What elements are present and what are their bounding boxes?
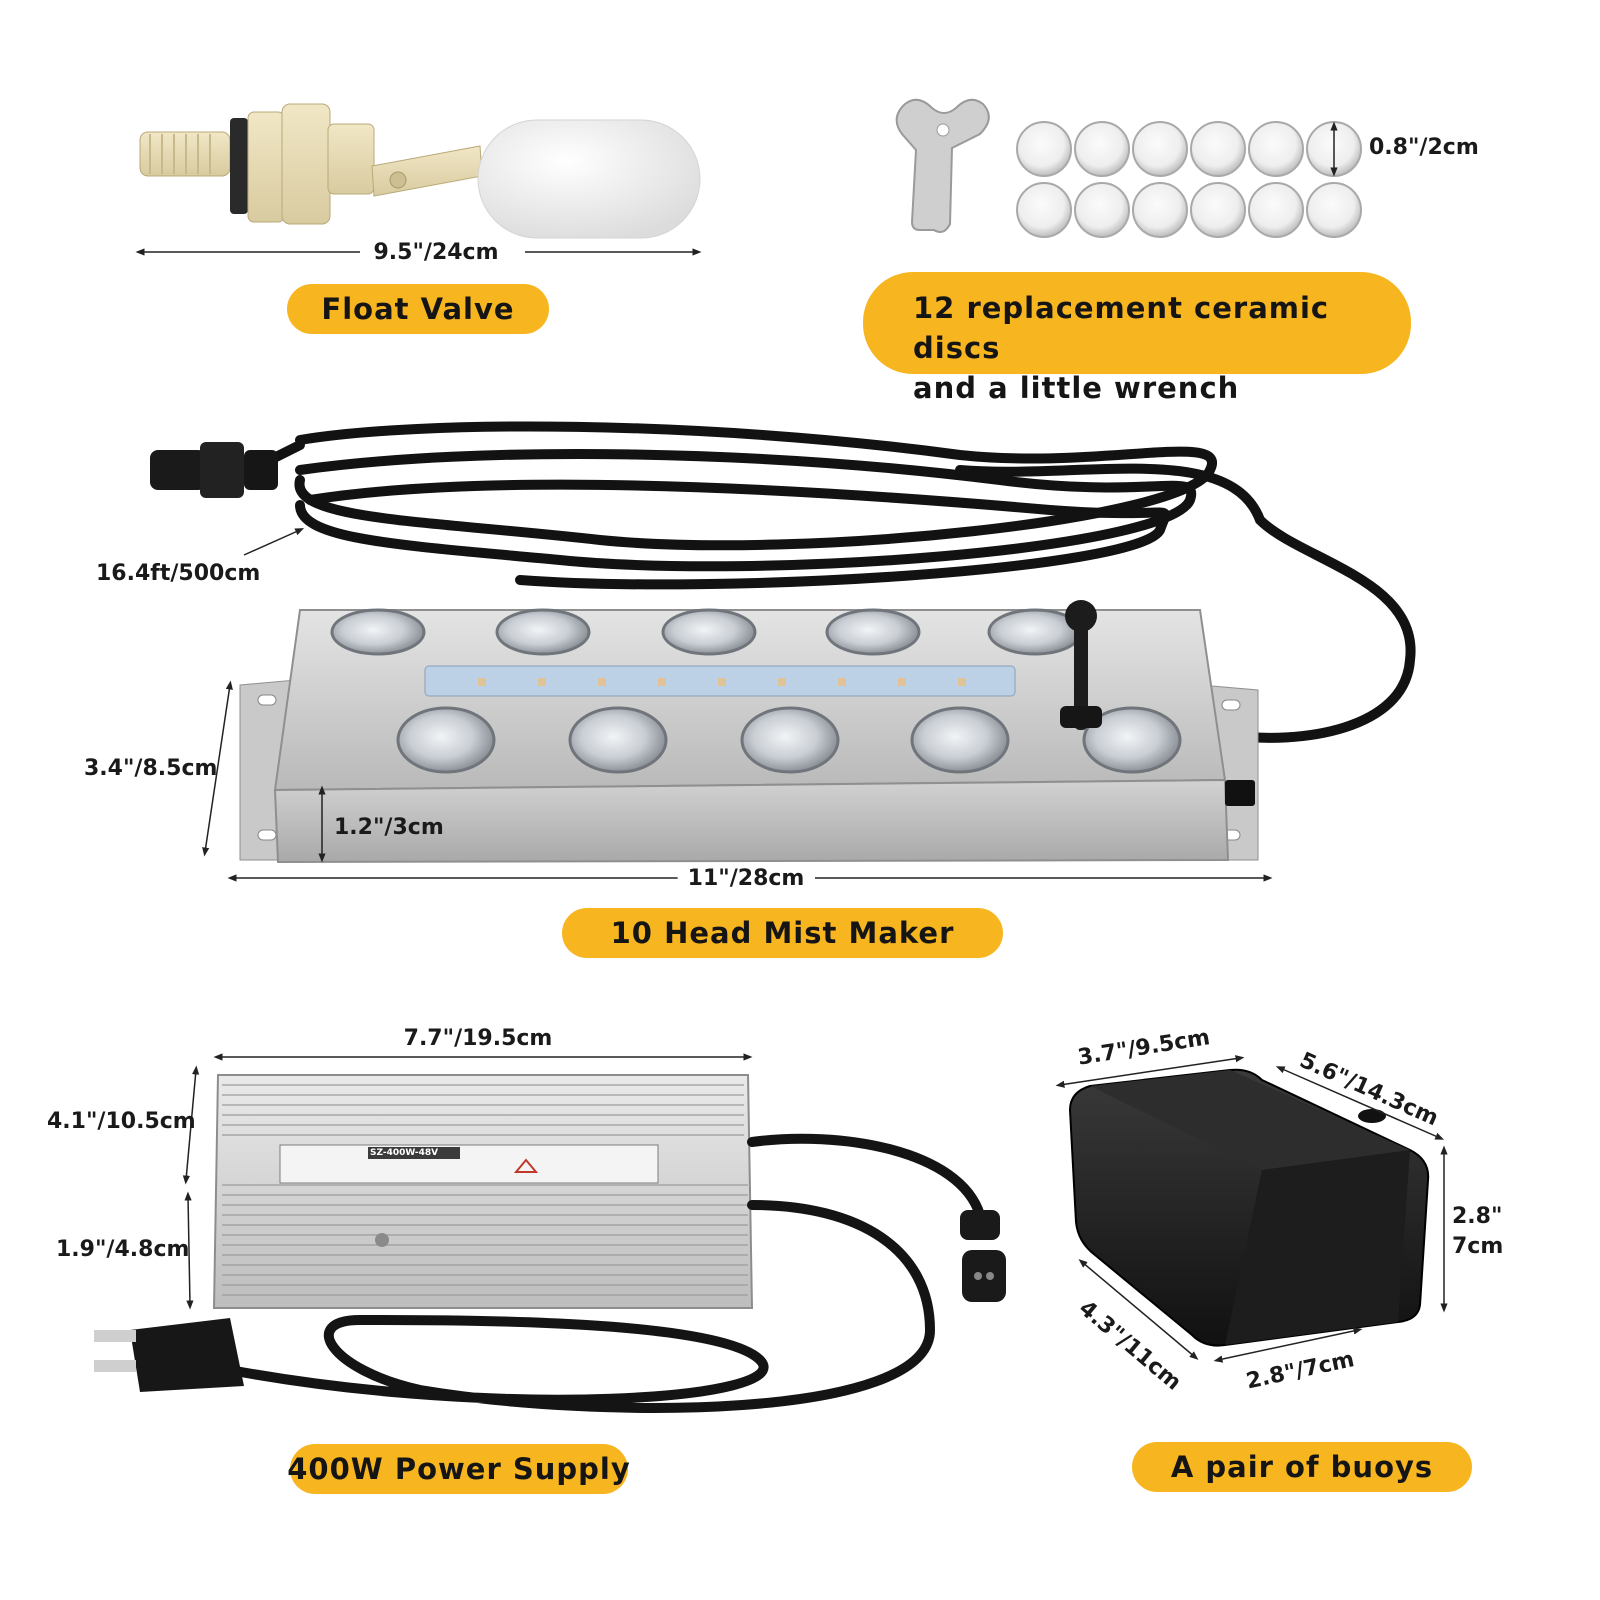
buoy-height-dimension-line2: 7cm xyxy=(1452,1234,1504,1259)
mist-maker-height-dimension: 3.4"/8.5cm xyxy=(84,756,218,781)
power-supply-width-dimension: 4.1"/10.5cm xyxy=(47,1109,196,1134)
wrench-image xyxy=(895,98,990,233)
ac-plug-image xyxy=(94,1318,244,1392)
ceramic-discs-image xyxy=(1016,121,1362,238)
cable-connector-image xyxy=(150,442,278,498)
buoy-height-dimension-line1: 2.8" xyxy=(1452,1204,1503,1229)
mist-maker-cable-image xyxy=(265,421,1416,743)
float-valve-label: Float Valve xyxy=(287,284,549,334)
ceramic-discs-label-line2: and a little wrench xyxy=(913,371,1240,405)
disc-diameter-dimension: 0.8"/2cm xyxy=(1369,135,1479,160)
mist-maker-length-dimension: 11"/28cm xyxy=(677,866,815,892)
power-supply-image xyxy=(212,1074,754,1309)
dc-connector-image xyxy=(960,1210,1006,1302)
power-supply-cables-image xyxy=(225,1133,985,1413)
float-valve-width-dimension: 9.5"/24cm xyxy=(363,240,509,266)
ceramic-discs-label: 12 replacement ceramic discs and a littl… xyxy=(863,272,1411,405)
mist-maker-depth-dimension: 1.2"/3cm xyxy=(334,815,444,840)
power-supply-label: 400W Power Supply xyxy=(287,1444,630,1494)
mist-maker-image xyxy=(239,600,1259,864)
ceramic-discs-label-line1: 12 replacement ceramic discs xyxy=(913,291,1330,365)
power-supply-height-dimension: 1.9"/4.8cm xyxy=(56,1237,190,1262)
buoy-height-dimension: 2.8" 7cm xyxy=(1452,1202,1503,1262)
power-supply-model-plate: SZ-400W-48V xyxy=(370,1148,439,1158)
buoy-image xyxy=(1068,1068,1430,1347)
cable-length-dimension: 16.4ft/500cm xyxy=(96,561,261,586)
power-supply-length-dimension: 7.7"/19.5cm xyxy=(393,1026,563,1052)
mist-maker-label: 10 Head Mist Maker xyxy=(562,908,1003,958)
float-valve-image xyxy=(139,103,701,239)
buoys-label: A pair of buoys xyxy=(1132,1442,1472,1492)
